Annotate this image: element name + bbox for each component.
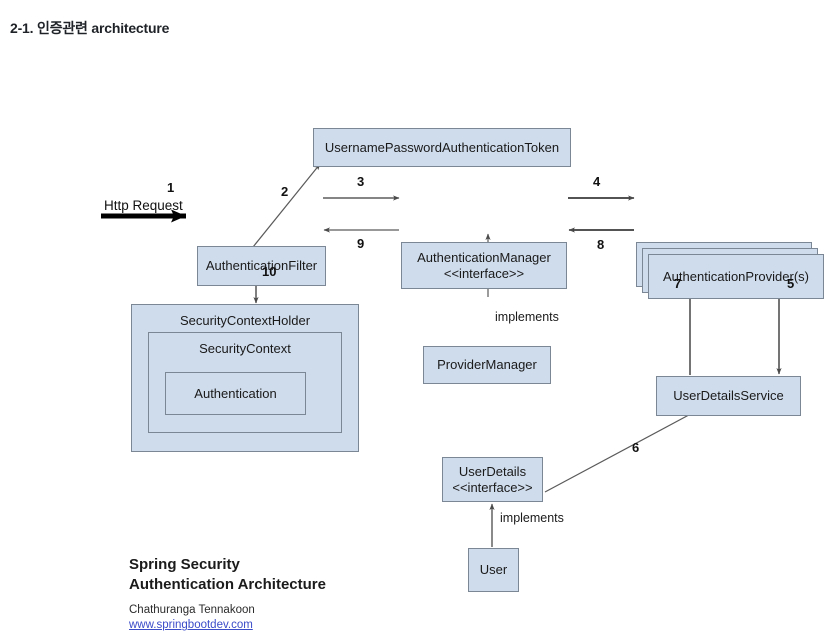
- node-label: AuthenticationProvider(s): [663, 268, 809, 284]
- edge-label-3: 3: [357, 174, 365, 189]
- node-label: UserDetails <<interface>>: [452, 463, 533, 495]
- edge-label-8: 8: [597, 237, 605, 252]
- node-authentication-filter[interactable]: AuthenticationFilter: [197, 246, 326, 286]
- node-label: SecurityContextHolder: [179, 313, 311, 328]
- edge-label-4: 4: [593, 174, 601, 189]
- connector-layer: [101, 163, 782, 547]
- node-label: ProviderManager: [437, 357, 537, 373]
- arrow-2-filter-to-token: [252, 163, 321, 248]
- caption-author: Chathuranga Tennakoon: [129, 603, 255, 616]
- edge-label-1: 1: [167, 180, 175, 195]
- node-user[interactable]: User: [468, 548, 519, 592]
- page-title: 2-1. 인증관련 architecture: [10, 20, 170, 36]
- node-username-password-authentication-token[interactable]: UsernamePasswordAuthenticationToken: [313, 128, 571, 167]
- node-label: AuthenticationManager <<interface>>: [417, 249, 551, 281]
- edge-label-7: 7: [674, 276, 682, 291]
- http-request-label: Http Request: [104, 198, 183, 213]
- line-6-user-details-service-to-user-details: [544, 408, 701, 493]
- architecture-diagram: UsernamePasswordAuthenticationToken Auth…: [0, 52, 829, 631]
- caption-block: Spring Security Authentication Architect…: [129, 555, 429, 634]
- node-label: Authentication: [194, 385, 277, 401]
- node-user-details-service[interactable]: UserDetailsService: [656, 376, 801, 416]
- node-label: SecurityContext: [199, 341, 291, 356]
- node-authentication-provider[interactable]: AuthenticationProvider(s): [648, 254, 824, 299]
- node-label: UserDetailsService: [673, 388, 784, 404]
- node-user-details[interactable]: UserDetails <<interface>>: [442, 457, 543, 502]
- edge-label-9: 9: [357, 236, 365, 251]
- caption-link[interactable]: www.springbootdev.com: [129, 619, 253, 632]
- edge-label-5: 5: [787, 276, 795, 291]
- node-label: UsernamePasswordAuthenticationToken: [324, 139, 560, 155]
- node-label: AuthenticationFilter: [205, 258, 318, 274]
- implements-label-user: implements: [500, 511, 564, 525]
- caption-title: Spring Security Authentication Architect…: [129, 556, 326, 593]
- node-provider-manager[interactable]: ProviderManager: [423, 346, 551, 384]
- edge-label-2: 2: [281, 184, 289, 199]
- implements-label-provider-manager: implements: [495, 310, 559, 324]
- edge-label-10: 10: [262, 264, 277, 279]
- node-authentication[interactable]: Authentication: [165, 372, 306, 415]
- node-authentication-manager[interactable]: AuthenticationManager <<interface>>: [401, 242, 567, 289]
- edge-label-6: 6: [632, 440, 640, 455]
- node-label: User: [479, 562, 508, 578]
